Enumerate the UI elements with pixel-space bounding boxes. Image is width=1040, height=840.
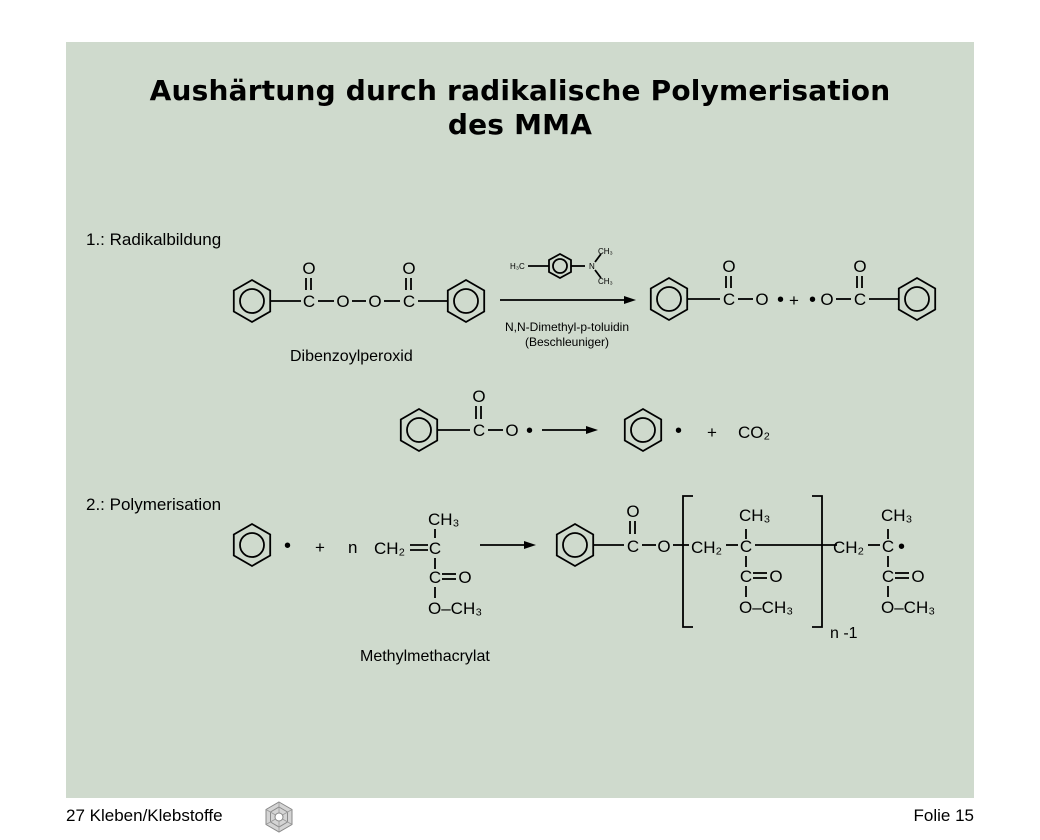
group-ch2: CH₂	[691, 538, 722, 557]
accelerator-role: (Beschleuniger)	[525, 335, 609, 349]
radical-dot: •	[777, 289, 784, 311]
accelerator-structure: H₃C N CH₃ CH₃	[510, 247, 613, 286]
atom-c: C	[723, 290, 735, 309]
atom-o: O	[657, 537, 670, 556]
repeat-bracket-left	[682, 495, 693, 628]
atom-o: O	[755, 290, 768, 309]
benzene-ring	[232, 279, 272, 323]
group-och3: O–CH₃	[428, 599, 482, 618]
repeat-label: n -1	[830, 625, 858, 642]
atom-o: O	[336, 292, 349, 311]
monomer-name: Methylmethacrylat	[360, 648, 490, 665]
repeat-bracket-right	[812, 495, 823, 628]
atom-c: C	[403, 292, 415, 311]
hexagon-logo-icon	[265, 801, 293, 833]
radical-dot: •	[675, 420, 682, 442]
benzoyloxy-radical-2: • O C O	[809, 257, 937, 321]
group-ch3: CH₃	[428, 510, 459, 529]
radical-dot: •	[898, 536, 905, 558]
polymer-structure: C O O CH₂ C CH₃ C O O–CH₃ n -1 CH₂ C CH₃…	[555, 495, 935, 642]
atom-o: O	[722, 257, 735, 276]
decarboxylation-reactant: C O O •	[399, 387, 533, 452]
product-co2: CO₂	[738, 423, 770, 442]
group-ch2: CH₂	[374, 539, 405, 558]
plus-sign: +	[789, 291, 799, 310]
title-line-2: des MMA	[447, 108, 593, 141]
atom-o: O	[472, 387, 485, 406]
atom-o: O	[626, 502, 639, 521]
radical-dot: •	[284, 535, 291, 557]
footer-course-label: 27 Kleben/Klebstoffe	[66, 806, 223, 825]
footer-slide-number: Folie 15	[913, 806, 974, 825]
plus-sign: +	[707, 423, 717, 442]
atom-o: O	[368, 292, 381, 311]
plus-sign: +	[315, 538, 325, 557]
atom-o: O	[458, 568, 471, 587]
coefficient-n: n	[348, 538, 357, 557]
benzoyloxy-radical-1: C O O •	[649, 257, 784, 321]
atom-c: C	[740, 567, 752, 586]
benzene-ring	[399, 408, 439, 452]
atom-o: O	[853, 257, 866, 276]
section2-heading: 2.: Polymerisation	[86, 495, 221, 514]
atom-o: O	[302, 259, 315, 278]
atom-c: C	[740, 537, 752, 556]
dibenzoylperoxide-structure: C O O O C O	[232, 259, 486, 323]
reactant-name: Dibenzoylperoxid	[290, 348, 413, 365]
label-ch3: CH₃	[598, 247, 613, 256]
section1-heading: 1.: Radikalbildung	[86, 230, 221, 249]
atom-c: C	[429, 568, 441, 587]
group-ch3: CH₃	[739, 506, 770, 525]
mma-monomer-structure: CH₃ CH₂ C C O O–CH₃	[374, 510, 482, 618]
label-h3c: H₃C	[510, 262, 525, 271]
atom-c: C	[854, 290, 866, 309]
label-n: N	[589, 262, 595, 271]
label-ch3: CH₃	[598, 277, 613, 286]
radical-dot: •	[526, 420, 533, 442]
atom-o: O	[402, 259, 415, 278]
benzene-ring	[649, 277, 689, 321]
atom-o: O	[769, 567, 782, 586]
title-line-1: Aushärtung durch radikalische Polymerisa…	[149, 74, 891, 107]
slide-title: Aushärtung durch radikalische Polymerisa…	[66, 74, 974, 142]
group-och3: O–CH₃	[739, 598, 793, 617]
slide-area: Aushärtung durch radikalische Polymerisa…	[66, 42, 974, 798]
group-ch3: CH₃	[881, 506, 912, 525]
atom-c: C	[303, 292, 315, 311]
accelerator-name: N,N-Dimethyl-p-toluidin	[505, 320, 629, 334]
benzene-ring	[555, 523, 595, 567]
atom-o: O	[911, 567, 924, 586]
atom-o: O	[820, 290, 833, 309]
radical-dot: •	[809, 289, 816, 311]
atom-c: C	[882, 537, 894, 556]
atom-c: C	[627, 537, 639, 556]
group-ch2: CH₂	[833, 538, 864, 557]
benzene-ring	[897, 277, 937, 321]
atom-c: C	[429, 539, 441, 558]
atom-c: C	[882, 567, 894, 586]
atom-c: C	[473, 421, 485, 440]
phenyl-radical-ring	[232, 523, 272, 567]
benzene-ring	[446, 279, 486, 323]
atom-o: O	[505, 421, 518, 440]
group-och3: O–CH₃	[881, 598, 935, 617]
phenyl-radical-ring	[623, 408, 663, 452]
